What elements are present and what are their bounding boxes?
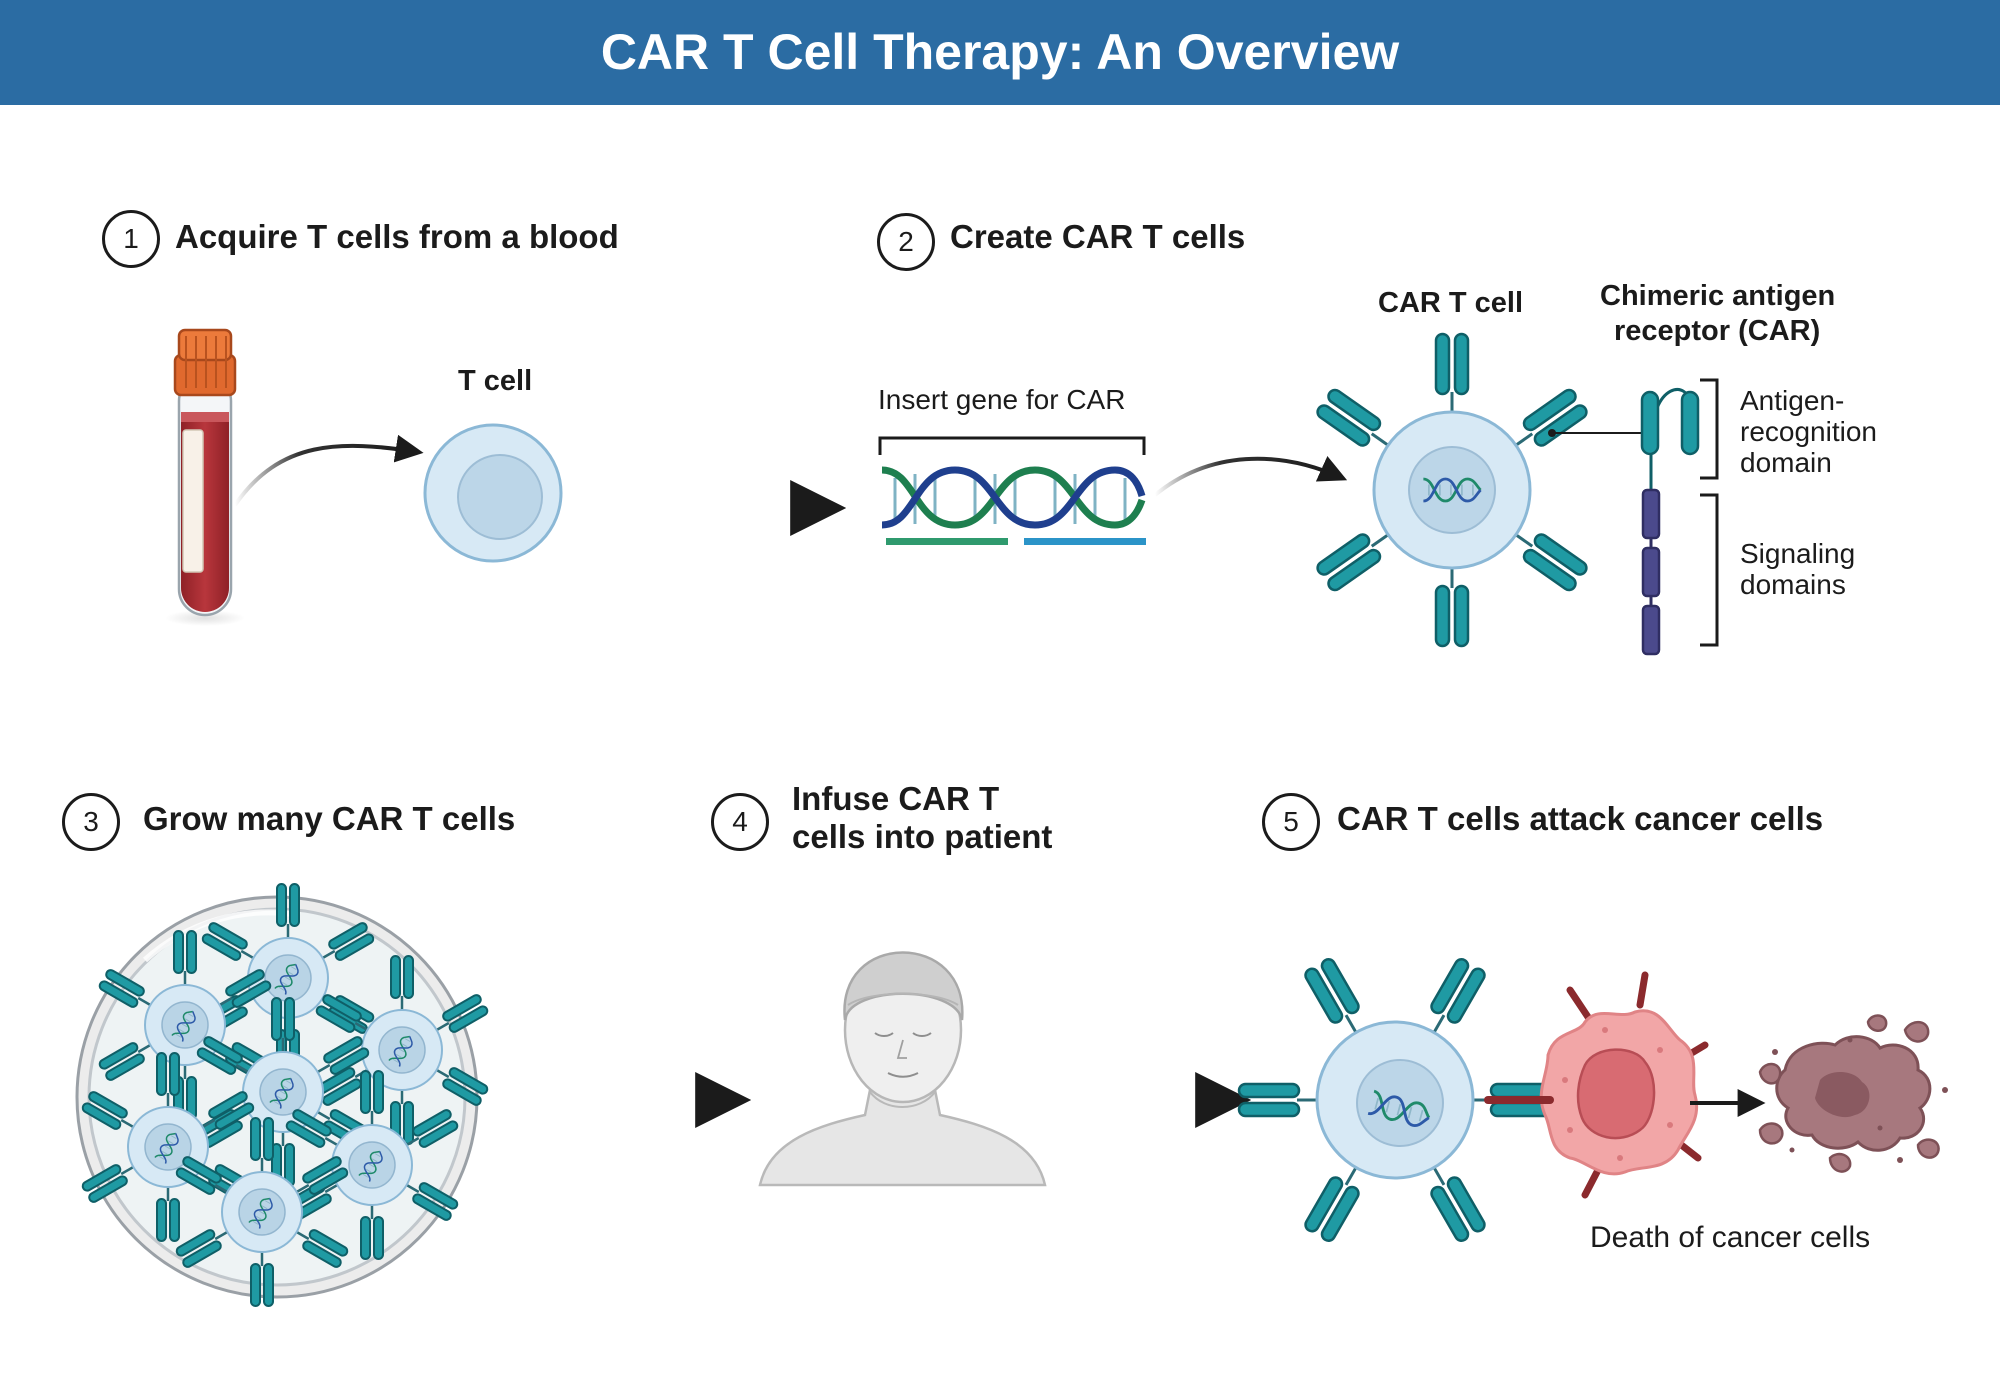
car-t-cell-icon: [1313, 332, 1591, 648]
petri-dish-icon: [75, 884, 489, 1306]
step-1-title: Acquire T cells from a blood: [175, 218, 619, 255]
t-cell-label: T cell: [458, 365, 533, 397]
step-4-number: 4: [711, 793, 769, 851]
insert-gene-label: Insert gene for CAR: [878, 384, 1126, 415]
step-2-number: 2: [877, 213, 935, 271]
signaling-domain-bracket: [1700, 493, 1719, 647]
step-5-number: 5: [1262, 793, 1320, 851]
car-title-line1: Chimeric antigen: [1600, 280, 1836, 312]
cancer-cell-icon: [1484, 971, 1709, 1199]
step-4-title-line1: Infuse CAR T: [792, 780, 1000, 817]
step-1-number: 1: [102, 210, 160, 268]
antigen-domain-label-1: Antigen-: [1740, 385, 1845, 416]
page-title: CAR T Cell Therapy: An Overview: [600, 24, 1400, 80]
death-of-cancer-cells-label: Death of cancer cells: [1590, 1221, 1871, 1254]
car-title-line2: receptor (CAR): [1614, 315, 1821, 347]
step-4-title-line2: cells into patient: [792, 818, 1053, 855]
antigen-domain-bracket: [1700, 378, 1719, 480]
car-t-cell-label: CAR T cell: [1378, 287, 1524, 319]
signaling-domain-label-1: Signaling: [1740, 538, 1856, 569]
car-gene-dna-icon: [878, 436, 1146, 545]
blood-tube-icon: [165, 328, 245, 626]
patient-icon: [758, 951, 1047, 1187]
car-receptor-diagram: [1640, 388, 1700, 656]
dead-cancer-cells-icon: [1758, 1014, 1948, 1173]
step-3-title: Grow many CAR T cells: [143, 800, 516, 837]
title-banner: [0, 0, 2000, 105]
signaling-domain-label-2: domains: [1740, 569, 1846, 600]
step-3-number: 3: [62, 793, 120, 851]
tube-to-tcell-arrow: [233, 434, 424, 507]
antigen-domain-label-2: recognition: [1740, 416, 1877, 447]
attacking-car-t-cell-icon: [1237, 955, 1553, 1245]
t-cell-icon: [423, 423, 563, 563]
step-2-title: Create CAR T cells: [950, 218, 1246, 255]
antigen-domain-label-3: domain: [1740, 447, 1832, 478]
step-5-title: CAR T cells attack cancer cells: [1337, 800, 1824, 837]
gene-to-cart-arrow: [1153, 456, 1348, 497]
